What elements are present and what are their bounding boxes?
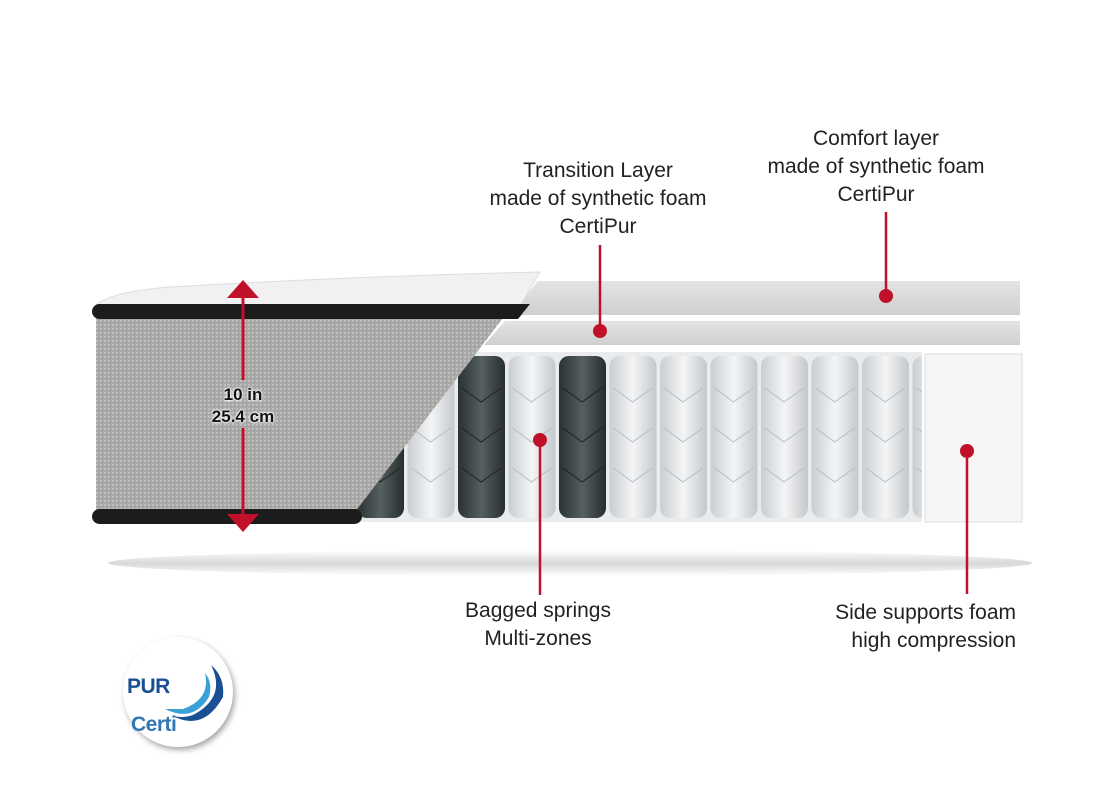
label-line: made of synthetic foam xyxy=(767,155,985,178)
comfort-layer xyxy=(510,281,1020,315)
spring-seam xyxy=(865,467,906,483)
spring-seam xyxy=(562,467,603,483)
side-support-label: Side supports foam high compression xyxy=(835,599,1016,655)
height-inches: 10 in xyxy=(223,385,263,404)
spring-seam xyxy=(512,467,552,483)
spring-seam xyxy=(764,467,805,483)
logo-text-pur: PUR xyxy=(127,675,170,698)
springs-marker xyxy=(533,433,547,447)
floor-shadow xyxy=(108,550,1032,576)
spring-seam xyxy=(562,387,603,403)
spring-seam xyxy=(411,467,451,483)
spring-seam xyxy=(512,387,552,403)
spring-seam xyxy=(764,427,805,443)
spring-seam xyxy=(461,467,502,483)
label-line: Multi-zones xyxy=(484,627,592,650)
comfort-layer-label: Comfort layer made of synthetic foam Cer… xyxy=(767,125,984,209)
spring-seam xyxy=(815,467,855,483)
transition-layer-label: Transition Layer made of synthetic foam … xyxy=(489,157,706,241)
label-line: Side supports foam xyxy=(835,601,1016,624)
spring-pocket xyxy=(458,356,505,518)
spring-seam xyxy=(865,387,906,403)
height-dimension: 10 in 25.4 cm xyxy=(212,384,274,428)
spring-seam xyxy=(815,387,855,403)
spring-seam xyxy=(461,427,502,443)
spring-seam xyxy=(663,427,704,443)
springs-label: Bagged springs Multi-zones xyxy=(465,597,611,653)
certipur-logo: Certi PUR xyxy=(123,637,233,747)
spring-seam xyxy=(613,467,653,483)
spring-seam xyxy=(512,427,552,443)
comfort-marker xyxy=(879,289,893,303)
mattress-top-quilt xyxy=(94,271,541,307)
spring-seam xyxy=(663,387,704,403)
bottom-piping xyxy=(92,509,362,524)
spring-seam xyxy=(613,387,653,403)
label-line: CertiPur xyxy=(837,183,915,206)
label-line: Transition Layer xyxy=(523,159,673,182)
spring-seam xyxy=(461,387,502,403)
leader-lines xyxy=(533,212,974,595)
transition-layer xyxy=(484,321,1020,345)
height-cm: 25.4 cm xyxy=(211,407,275,426)
spring-pocket xyxy=(710,356,758,518)
transition-marker xyxy=(593,324,607,338)
mattress-side-fabric xyxy=(96,318,503,512)
spring-seam xyxy=(865,427,906,443)
label-line: Comfort layer xyxy=(812,127,940,150)
logo-text-certi: Certi xyxy=(131,713,177,736)
spring-seam xyxy=(562,427,603,443)
spring-seam xyxy=(714,387,754,403)
top-piping xyxy=(92,304,522,319)
spring-seam xyxy=(613,427,653,443)
spring-seam xyxy=(411,427,451,443)
side-support-foam xyxy=(924,353,1023,523)
label-line: Bagged springs xyxy=(465,599,611,622)
height-arrow xyxy=(227,280,259,532)
label-line: CertiPur xyxy=(559,215,637,238)
spring-seam xyxy=(714,467,754,483)
spring-seam xyxy=(714,427,754,443)
spring-seam xyxy=(764,387,805,403)
label-line: made of synthetic foam xyxy=(489,187,707,210)
spring-pocket xyxy=(559,356,606,518)
spring-pocket xyxy=(761,356,808,518)
label-line: high compression xyxy=(851,629,1016,652)
spring-pocket xyxy=(811,356,859,518)
spring-pocket xyxy=(660,356,707,518)
spring-pocket xyxy=(609,356,657,518)
spring-pocket xyxy=(508,356,556,518)
side-marker xyxy=(960,444,974,458)
swoosh-icon xyxy=(165,665,224,721)
spring-pocket xyxy=(862,356,909,518)
spring-seam xyxy=(815,427,855,443)
spring-seam xyxy=(663,467,704,483)
